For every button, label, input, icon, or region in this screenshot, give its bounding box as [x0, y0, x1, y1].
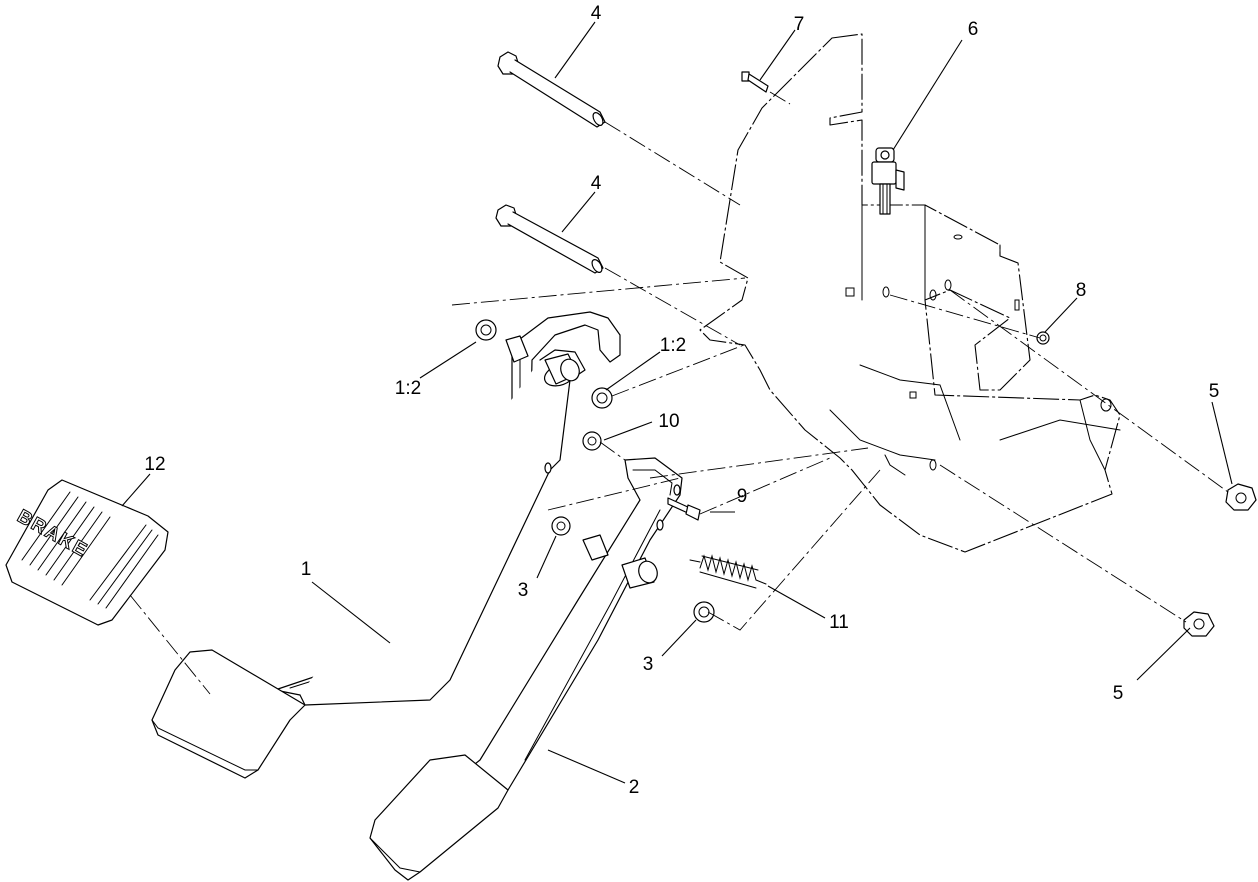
washer-10: [582, 431, 602, 451]
sleeve-pedal-2: [582, 534, 658, 589]
label-4-mid: 4: [591, 173, 602, 194]
bolt-middle: [495, 204, 604, 274]
label-2: 2: [629, 777, 640, 798]
assembly-centerlines: [129, 91, 1229, 695]
brake-pedal-foot: [151, 649, 306, 779]
sleeve-pedal-1: [505, 335, 580, 385]
callout-labels: 4 7 6 4 8 1:2 1:2 10 5 12 9 1 3 11 3 5 2: [144, 3, 1219, 798]
brake-switch: [871, 147, 905, 215]
flange-nut-right: [1225, 483, 1257, 511]
label-5-right: 5: [1209, 381, 1220, 402]
label-11: 11: [829, 612, 849, 633]
bolt-top: [497, 51, 606, 128]
label-1-2-left: 1:2: [395, 378, 421, 399]
label-1-2-right: 1:2: [660, 335, 686, 356]
label-6: 6: [968, 19, 979, 40]
label-12: 12: [144, 454, 165, 475]
return-spring: [689, 554, 767, 589]
label-3-left: 3: [518, 580, 529, 601]
brake-pad: BRAKE: [5, 479, 169, 626]
label-10: 10: [658, 411, 679, 432]
label-3-bottom: 3: [643, 654, 654, 675]
screw: [741, 71, 769, 93]
label-4-top: 4: [591, 3, 602, 24]
bushing-3-left: [551, 516, 571, 536]
label-1: 1: [301, 559, 312, 580]
flange-nut-bottom: [1183, 611, 1215, 637]
leader-lines: [121, 21, 1233, 784]
label-9: 9: [737, 486, 748, 507]
brake-pedal-arm: [274, 311, 621, 706]
label-7: 7: [794, 14, 805, 35]
bushing-1-2-left: [475, 319, 497, 341]
mounting-bracket: [699, 33, 1121, 553]
bushing-1-2-right: [591, 387, 613, 409]
second-pedal-foot: [369, 754, 509, 881]
nut-small: [1036, 331, 1050, 345]
label-8: 8: [1076, 280, 1087, 301]
bushing-3-bottom: [693, 601, 715, 623]
bolt-9: [667, 497, 701, 521]
label-5-bottom: 5: [1113, 683, 1124, 704]
